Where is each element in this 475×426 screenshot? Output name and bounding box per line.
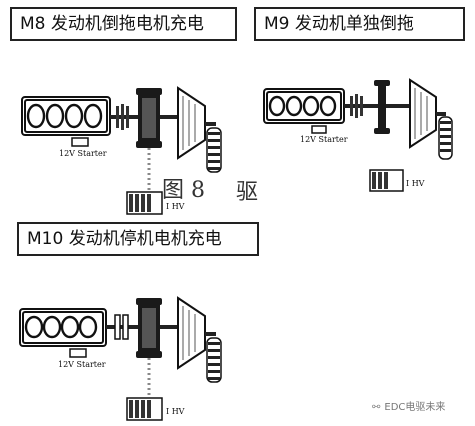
mode-m10-label: M10 发动机停机电机充电: [17, 222, 259, 256]
m8-motor-icon: [136, 88, 162, 148]
caption-fragment-drive: 驱: [236, 180, 259, 205]
figure-caption-fragment: 图 8: [162, 178, 205, 203]
watermark-text: EDC电驱未来: [384, 402, 446, 413]
m10-clutch-icon: [114, 314, 129, 340]
m10-starter-icon: [69, 348, 87, 358]
m10-engine-icon: [19, 308, 107, 347]
m9-battery-label: I HV: [406, 179, 425, 188]
m8-wheel-icon: [206, 127, 222, 173]
m8-battery-icon: [126, 191, 163, 215]
m8-battery-label: I HV: [166, 202, 185, 211]
m9-starter-label: 12V Starter: [300, 135, 348, 144]
m8-starter-icon: [71, 137, 89, 147]
m10-wheel-icon: [206, 337, 222, 383]
m10-battery-icon: [126, 397, 163, 421]
m10-starter-label: 12V Starter: [58, 360, 106, 369]
m8-starter-label: 12V Starter: [59, 149, 107, 158]
m8-clutch-icon: [116, 104, 129, 130]
m9-motor-icon: [374, 80, 390, 134]
mode-m9-label: M9 发动机单独倒拖: [254, 7, 465, 41]
m8-gearbox-icon: [177, 86, 206, 160]
m9-engine-icon: [263, 88, 345, 124]
m10-battery-label: I HV: [166, 407, 185, 416]
wechat-icon: ⚯: [372, 402, 381, 413]
m8-engine-icon: [21, 96, 111, 136]
m10-gearbox-icon: [177, 296, 206, 370]
m9-starter-icon: [311, 125, 327, 134]
watermark: ⚯EDC电驱未来: [372, 398, 445, 413]
m10-diagram: 12V Starter: [19, 296, 222, 421]
m9-gearbox-icon: [409, 78, 437, 149]
m9-diagram: 12V Starter: [263, 78, 453, 192]
m10-motor-icon: [136, 298, 162, 358]
m9-battery-icon: [369, 169, 404, 192]
mode-m8-label: M8 发动机倒拖电机充电: [10, 7, 237, 41]
m9-wheel-icon: [438, 116, 453, 160]
m8-diagram: 12V Starter: [21, 86, 222, 215]
m9-clutch-icon: [350, 94, 363, 118]
